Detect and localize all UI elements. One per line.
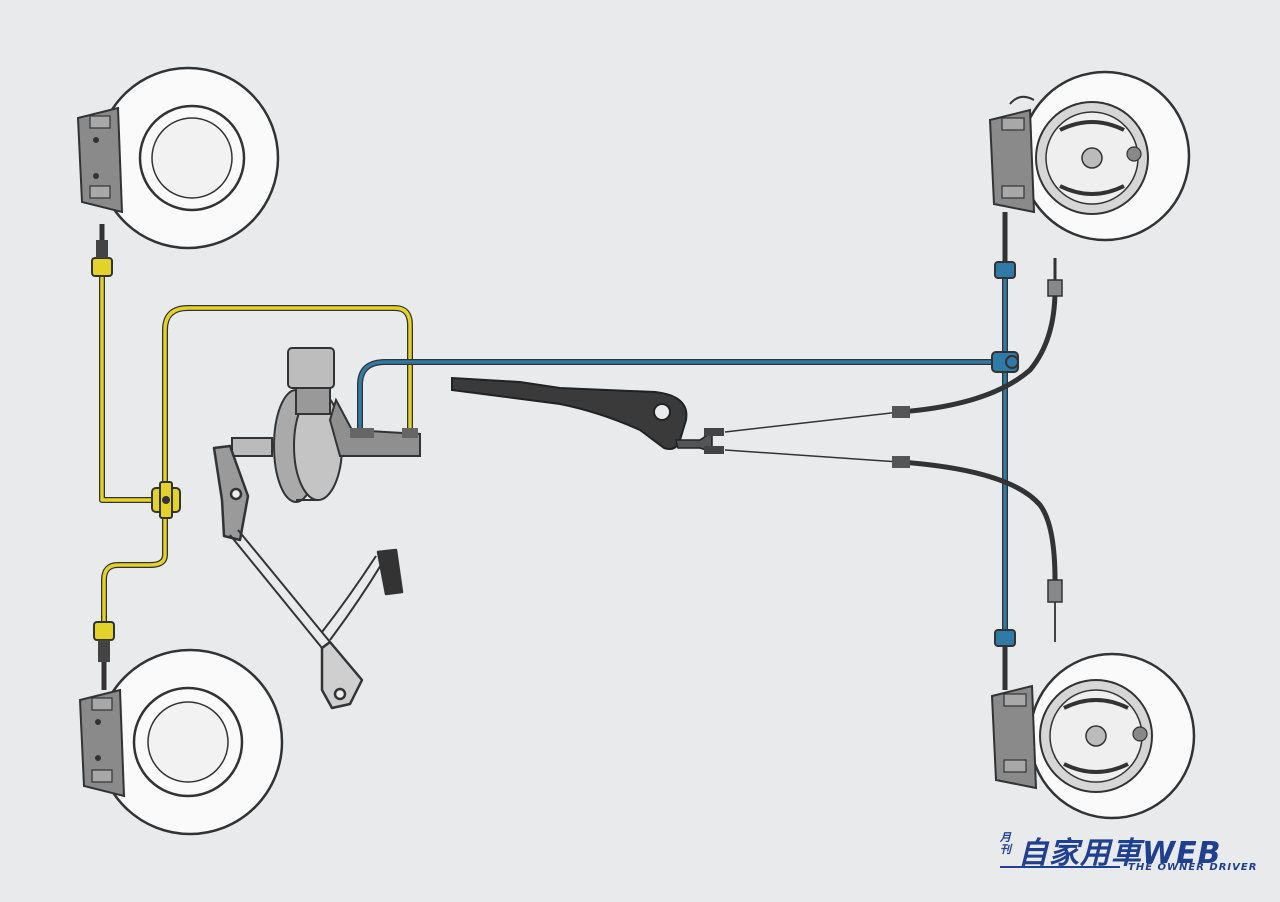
- front-left-brake-icon: [76, 66, 280, 250]
- rear-t-junction-icon: [991, 351, 1019, 373]
- logo-monthly-mark: 月刊: [1000, 831, 1011, 856]
- handbrake-cables: [724, 258, 1063, 642]
- rear-brake-line: [357, 267, 1008, 643]
- logo-title: 自家用車WEB: [1018, 836, 1222, 871]
- front-right-brake-icon: [988, 70, 1191, 242]
- logo-subtitle: THE OWNER DRIVER: [1128, 862, 1258, 873]
- rear-left-fitting-icon: [93, 621, 115, 690]
- handbrake-lever-icon: [451, 376, 724, 454]
- rear-right-lower-fitting-icon: [994, 629, 1016, 690]
- rear-right-brake-icon: [990, 652, 1196, 820]
- logo-rule: [1000, 866, 1120, 868]
- logo: 月刊 自家用車WEB THE OWNER DRIVER: [1000, 828, 1260, 876]
- brake-pedal-icon: [212, 444, 404, 710]
- front-left-fitting-icon: [91, 224, 113, 277]
- rear-right-upper-fitting-icon: [994, 212, 1016, 279]
- front-t-junction-icon: [151, 481, 181, 519]
- rear-left-brake-icon: [78, 648, 284, 836]
- drum-brake-icon: [1045, 111, 1142, 205]
- master-cylinder-icon: [287, 347, 421, 457]
- drum-brake-icon: [1049, 689, 1148, 783]
